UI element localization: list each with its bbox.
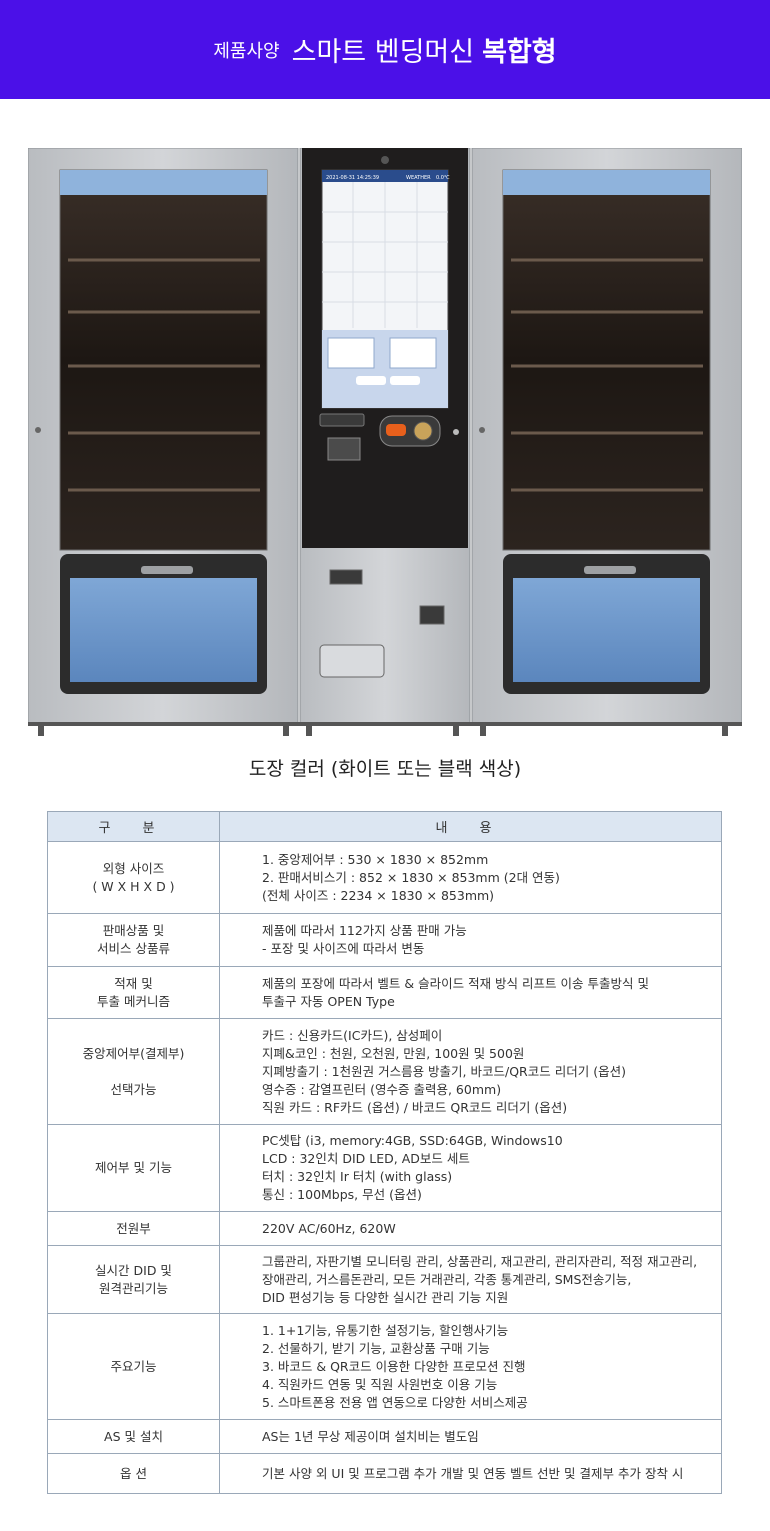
right-cabinet [471,148,742,724]
row-content: 투출구 자동 OPEN Type [262,993,395,1009]
banner-prefix: 제품사양 [213,40,280,62]
table-row: 옵 션 기본 사양 외 UI 및 프로그램 추가 개발 및 연동 벨트 선반 및… [47,1453,722,1494]
row-content: AS는 1년 무상 제공이며 설치비는 별도임 [262,1428,479,1444]
row-content: 1. 중앙제어부 : 530 × 1830 × 852mm [262,851,489,867]
row-content: 제품의 포장에 따라서 벨트 & 슬라이드 적재 방식 리프트 이송 투출방식 … [262,975,649,991]
row-category: 제어부 및 기능 [95,1160,172,1175]
header-category: 구 분 [47,811,220,842]
paint-color-caption: 도장 컬러 (화이트 또는 블랙 색상) [248,758,522,780]
row-content: - 포장 및 사이즈에 따라서 변동 [262,941,425,956]
row-content: 통신 : 100Mbps, 무선 (옵션) [262,1187,422,1202]
screen-weather: WEATHER [406,175,431,181]
table-row: AS 및 설치 AS는 1년 무상 제공이며 설치비는 별도임 [47,1419,722,1454]
row-content: 4. 직원카드 연동 및 직원 사원번호 이용 기능 [262,1376,498,1392]
row-category: 외형 사이즈 [102,860,165,876]
table-row: 제어부 및 기능 PC셋탑 (i3, memory:4GB, SSD:64GB,… [47,1124,722,1212]
row-content: DID 편성기능 등 다양한 실시간 관리 기능 지원 [262,1289,509,1305]
left-cabinet [28,148,299,724]
row-category: 전원부 [116,1220,151,1236]
row-content: 220V AC/60Hz, 620W [262,1220,396,1236]
row-category-spacer [52,1063,215,1081]
row-content: 장애관리, 거스름돈관리, 모든 거래관리, 각종 통계관리, SMS전송기능, [262,1271,632,1287]
screen-time: 2021-08-31 14:25:39 [326,175,379,181]
row-content: 2. 판매서비스기 : 852 × 1830 × 853mm (2대 연동) [262,869,560,885]
row-content: 5. 스마트폰용 전용 앱 연동으로 다양한 서비스제공 [262,1394,528,1410]
banner-title: 스마트 벤딩머신 [291,37,475,68]
row-category: 옵 션 [120,1465,147,1481]
row-category: 주요기능 [110,1358,157,1374]
spec-table: 구 분 내 용 외형 사이즈 ( W X H X D ) 1. 중앙제어부 : 5… [47,811,722,1494]
row-content: 터치 : 32인치 Ir 터치 (with glass) [262,1169,453,1184]
row-content: 지폐&코인 : 천원, 오천원, 만원, 100원 및 500원 [262,1045,525,1061]
row-content: 기본 사양 외 UI 및 프로그램 추가 개발 및 연동 벨트 선반 및 결제부… [262,1465,684,1481]
row-category: 중앙제어부(결제부) [82,1045,185,1061]
row-content: (전체 사이즈 : 2234 × 1830 × 853mm) [262,887,495,903]
row-content: 지폐방출기 : 1천원권 거스름용 방출기, 바코드/QR코드 리더기 (옵션) [262,1063,626,1079]
row-content: 1. 1+1기능, 유통기한 설정기능, 할인행사기능 [262,1322,509,1338]
center-controller: 2021-08-31 14:25:39 WEATHER 0.0℃ [299,148,471,724]
row-category: 원격관리기능 [98,1280,168,1296]
row-category: ( W X H X D ) [92,878,175,894]
row-category: 적재 및 [114,975,153,991]
row-category: 판매상품 및 [102,923,165,938]
screen-temp: 0.0℃ [436,175,450,181]
row-content: PC셋탑 (i3, memory:4GB, SSD:64GB, Windows1… [262,1133,563,1148]
row-category: 실시간 DID 및 [95,1262,172,1278]
row-category: 선택가능 [110,1081,157,1097]
row-category: 서비스 상품류 [97,941,170,956]
row-content: 제품에 따라서 112가지 상품 판매 가능 [262,923,467,938]
row-category: AS 및 설치 [104,1428,163,1444]
row-content: LCD : 32인치 DID LED, AD보드 세트 [262,1151,470,1166]
row-content: 3. 바코드 & QR코드 이용한 다양한 프로모션 진행 [262,1358,526,1374]
table-row: 주요기능 1. 1+1기능, 유통기한 설정기능, 할인행사기능 2. 선물하기,… [47,1313,722,1420]
vending-machine-illustration: 2021-08-31 14:25:39 WEATHER 0.0℃ [28,148,742,736]
table-row: 전원부 220V AC/60Hz, 620W [47,1211,722,1246]
row-category: 투출 메커니즘 [97,993,170,1009]
row-content: 카드 : 신용카드(IC카드), 삼성페이 [262,1027,443,1043]
banner-title-bold: 복합형 [482,37,557,68]
row-content: 2. 선물하기, 받기 기능, 교환상품 구매 기능 [262,1340,490,1356]
row-content: 그룹관리, 자판기별 모니터링 관리, 상품관리, 재고관리, 관리자관리, 적… [262,1253,698,1269]
row-content: 직원 카드 : RF카드 (옵션) / 바코드 QR코드 리더기 (옵션) [262,1099,568,1115]
header-content: 내 용 [219,811,722,842]
table-row: 외형 사이즈 ( W X H X D ) 1. 중앙제어부 : 530 × 183… [47,841,722,914]
row-content: 영수증 : 감열프린터 (영수증 출력용, 60mm) [262,1081,502,1097]
title-banner: 제품사양 스마트 벤딩머신 복합형 [0,0,770,99]
